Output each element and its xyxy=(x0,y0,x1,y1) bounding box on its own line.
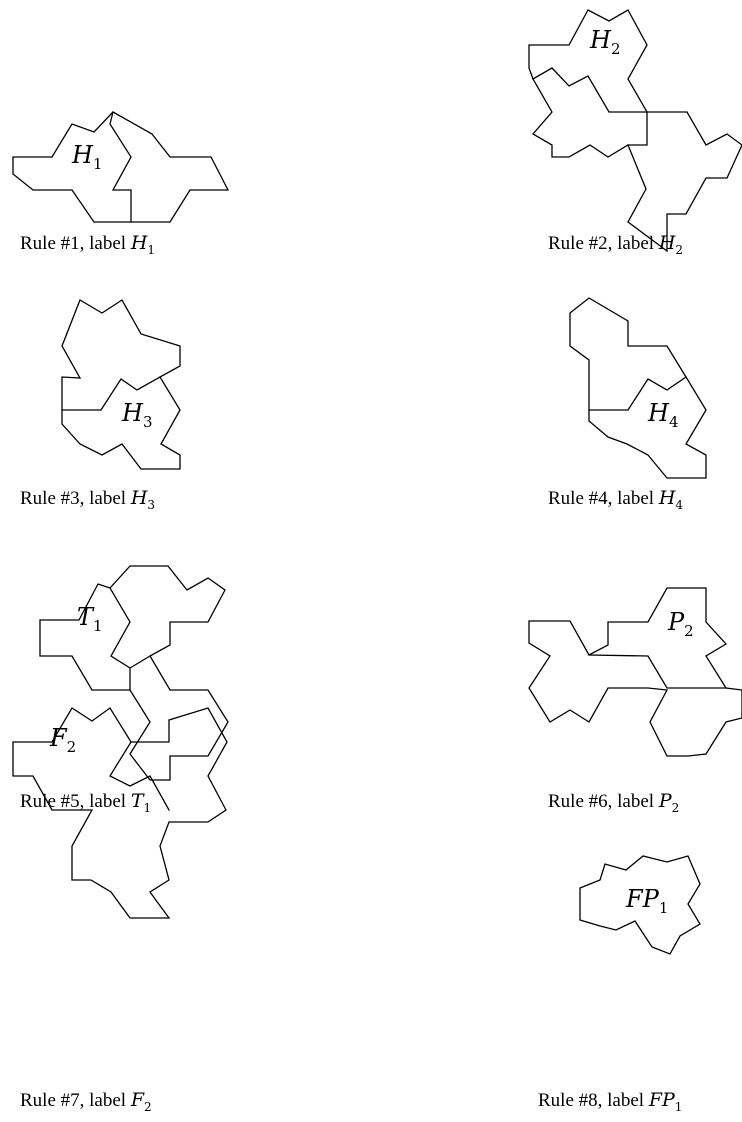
rule-2-label: H2 xyxy=(589,26,620,58)
rule-8-outline xyxy=(579,855,701,955)
rule-8-shape: FP1 xyxy=(579,855,701,955)
rule-1-outline xyxy=(12,111,230,223)
rule-4-caption: Rule #4, label H4 xyxy=(548,487,684,512)
rule-5-caption: Rule #5, label T1 xyxy=(20,790,152,815)
rule-3-shape: H3 xyxy=(61,299,181,470)
rule-2-divider xyxy=(532,67,648,146)
rule-4-divider xyxy=(588,376,687,411)
rule-1-caption: Rule #1, label H1 xyxy=(20,232,156,257)
rule-7-label: F2 xyxy=(49,724,76,756)
rule-6-caption: Rule #6, label P2 xyxy=(548,790,680,815)
rule-7-outline xyxy=(12,707,228,919)
rule-8-label: FP1 xyxy=(625,885,668,917)
rule-5-shape: T1 xyxy=(39,565,229,781)
rule-6-outline xyxy=(528,587,742,757)
rule-2-caption: Rule #2, label H2 xyxy=(548,232,684,257)
rule-1-divider xyxy=(109,111,132,223)
rule-4-shape: H4 xyxy=(569,297,707,479)
rule-2-shape: H2 xyxy=(528,9,742,253)
rule-5-outline xyxy=(39,565,229,781)
rule-7-shape: F2 xyxy=(12,707,228,919)
rule-4-outline xyxy=(569,297,707,479)
rule-1-label: H1 xyxy=(71,141,102,173)
rule-3-label: H3 xyxy=(121,399,152,431)
rule-4-label: H4 xyxy=(647,399,678,431)
rule-5-label: T1 xyxy=(77,603,103,635)
rule-6-shape: P2 xyxy=(528,587,742,757)
rule-6-label: P2 xyxy=(667,608,694,640)
rule-1-shape: H1 xyxy=(12,111,230,223)
rule-3-caption: Rule #3, label H3 xyxy=(20,487,156,512)
rule-6-divider xyxy=(588,654,727,689)
rule-5-divider xyxy=(109,587,151,691)
rule-3-outline xyxy=(61,299,181,470)
rule-3-divider xyxy=(61,376,161,411)
rule-7-caption: Rule #7, label F2 xyxy=(20,1089,152,1114)
rule-2-outline xyxy=(528,9,742,253)
rule-7-divider xyxy=(109,741,170,811)
rule-8-caption: Rule #8, label FP1 xyxy=(538,1089,683,1114)
